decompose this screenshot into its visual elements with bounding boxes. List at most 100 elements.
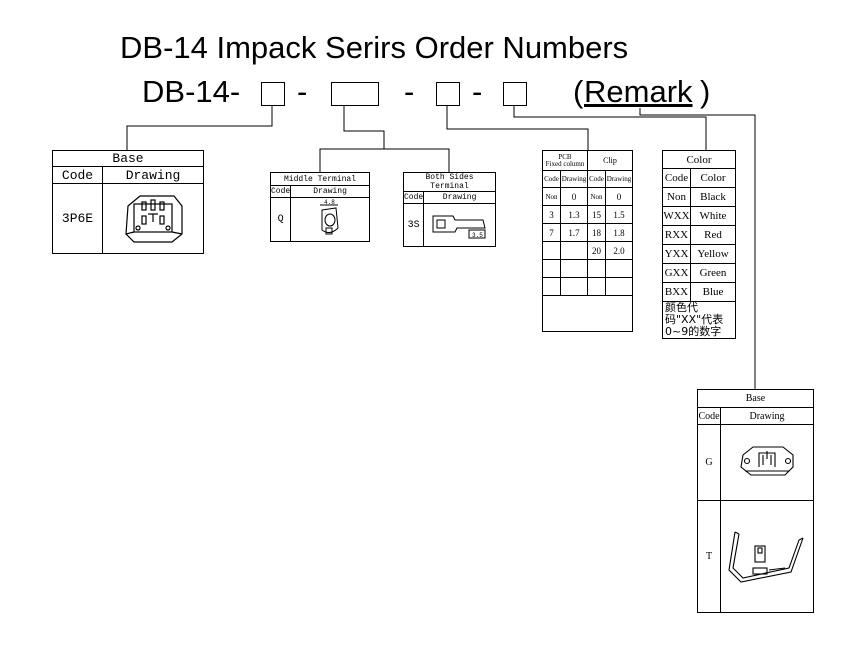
pcb-col-code: Code	[542, 170, 561, 188]
table-row: 7 1.7 18 1.8	[542, 223, 633, 242]
pcb-title-line1: PCB	[558, 152, 572, 161]
clip-col-code: Code	[587, 170, 606, 188]
pcb-clip-table: PCB Fixed column Clip Code Drawing Code …	[542, 150, 633, 332]
clip-code-cell: 20	[587, 241, 606, 260]
table-row: T	[697, 500, 814, 613]
page-title: DB-14 Impack Serirs Order Numbers	[120, 30, 629, 65]
middle-terminal-dim: 4.8	[324, 199, 335, 206]
clip-code-cell: 18	[587, 223, 606, 242]
clip-drawing-cell: 1.8	[605, 223, 633, 242]
order-dash-2: -	[404, 74, 415, 109]
remark-base-col-drawing: Drawing	[720, 407, 814, 425]
color-name-cell: Red	[690, 225, 736, 245]
remark-close-paren: )	[700, 74, 711, 109]
base-3p6e-drawing-icon	[125, 194, 183, 243]
table-row: WXX White	[662, 206, 736, 226]
base-col-code: Code	[52, 166, 103, 184]
pcb-drawing-cell: 1.3	[560, 205, 588, 224]
both-sides-col-code: Code	[402, 191, 425, 204]
pcb-code-cell: Non	[542, 187, 561, 206]
table-row	[542, 277, 633, 296]
middle-terminal-code: Q	[269, 197, 292, 242]
pcb-code-cell	[542, 259, 561, 278]
middle-col-code: Code	[269, 185, 292, 198]
base-t-drawing-icon	[728, 531, 804, 583]
both-sides-terminal-table: Both Sides Terminal Code Drawing 3S 3.5	[402, 172, 496, 247]
base-g-drawing-icon	[740, 446, 794, 476]
pcb-drawing-cell: 0	[560, 187, 588, 206]
remark-base-col-code: Code	[697, 407, 721, 425]
pcb-code-cell: 3	[542, 205, 561, 224]
clip-code-cell	[587, 259, 606, 278]
remark-open-paren: (	[573, 74, 584, 109]
clip-code-cell: Non	[587, 187, 606, 206]
color-code-note: 颜色代码"XX"代表0~9的数字	[662, 301, 736, 339]
color-name-cell: Yellow	[690, 244, 736, 264]
remark-base-code-t: T	[697, 500, 721, 613]
middle-col-drawing: Drawing	[290, 185, 370, 198]
both-sides-terminal-code: 3S	[402, 203, 425, 247]
table-row: G	[697, 424, 814, 501]
base-col-drawing: Drawing	[102, 166, 204, 184]
pcb-drawing-cell: 1.7	[560, 223, 588, 242]
base-drawing	[102, 183, 204, 254]
remark-label: Remark	[584, 74, 693, 109]
remark-base-title: Base	[697, 389, 814, 408]
middle-terminal-drawing: 4.8	[290, 197, 370, 242]
color-table: Color Code Color Non Black WXX White RXX…	[662, 150, 736, 339]
table-row: BXX Blue	[662, 282, 736, 302]
color-code-cell: WXX	[662, 206, 691, 226]
order-prefix: DB-14-	[142, 74, 241, 109]
table-row: RXX Red	[662, 225, 736, 245]
table-row: Non 0 Non 0	[542, 187, 633, 206]
color-table-title: Color	[662, 150, 736, 169]
color-code-cell: Non	[662, 187, 691, 207]
pcb-drawing-cell	[560, 241, 588, 260]
pcb-clip-code-slot	[436, 82, 460, 106]
clip-col-drawing: Drawing	[605, 170, 633, 188]
clip-drawing-cell: 0	[605, 187, 633, 206]
pcb-code-cell	[542, 241, 561, 260]
base-code-slot	[261, 82, 285, 106]
color-code-cell: BXX	[662, 282, 691, 302]
clip-code-cell: 15	[587, 205, 606, 224]
color-name-cell: Blue	[690, 282, 736, 302]
both-sides-col-drawing: Drawing	[423, 191, 496, 204]
pcb-clip-blank-cell	[542, 295, 633, 332]
both-sides-terminal-drawing-icon: 3.5	[432, 215, 486, 239]
clip-code-cell	[587, 277, 606, 296]
base-table: Base Code Drawing 3P6E	[52, 150, 204, 254]
table-row: Non Black	[662, 187, 736, 207]
pcb-title: PCB Fixed column	[542, 150, 588, 171]
pcb-drawing-cell	[560, 277, 588, 296]
both-sides-terminal-drawing: 3.5	[423, 203, 496, 247]
terminal-code-slot	[331, 82, 379, 106]
color-col-code: Code	[662, 168, 691, 188]
table-row	[542, 259, 633, 278]
remark-base-table: Base Code Drawing G T	[697, 389, 814, 613]
clip-title: Clip	[587, 150, 633, 171]
clip-drawing-cell	[605, 259, 633, 278]
color-code-cell: GXX	[662, 263, 691, 283]
color-code-cell: YXX	[662, 244, 691, 264]
table-row: GXX Green	[662, 263, 736, 283]
color-name-cell: Black	[690, 187, 736, 207]
middle-terminal-title: Middle Terminal	[270, 172, 370, 186]
remark-base-drawing-t	[720, 500, 814, 613]
remark-base-drawing-g	[720, 424, 814, 501]
pcb-drawing-cell	[560, 259, 588, 278]
table-row: YXX Yellow	[662, 244, 736, 264]
pcb-title-line2: Fixed column	[545, 159, 585, 168]
clip-drawing-cell	[605, 277, 633, 296]
pcb-col-drawing: Drawing	[560, 170, 588, 188]
order-dash-1: -	[297, 74, 308, 109]
pcb-code-cell	[542, 277, 561, 296]
table-row: 20 2.0	[542, 241, 633, 260]
clip-drawing-cell: 1.5	[605, 205, 633, 224]
color-name-cell: Green	[690, 263, 736, 283]
clip-drawing-cell: 2.0	[605, 241, 633, 260]
base-row-code: 3P6E	[52, 183, 103, 254]
order-dash-3: -	[472, 74, 483, 109]
middle-terminal-drawing-icon: 4.8	[320, 199, 339, 235]
both-sides-terminal-title: Both Sides Terminal	[403, 172, 496, 192]
